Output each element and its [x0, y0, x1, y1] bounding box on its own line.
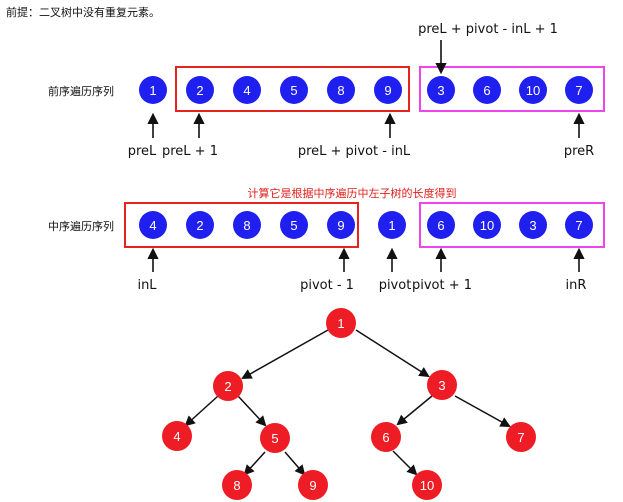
- tree-node: 7: [506, 422, 536, 452]
- inorder-node: 3: [519, 211, 547, 239]
- top-formula-label: preL + pivot - inL + 1: [418, 22, 558, 37]
- preorder-node: 5: [280, 76, 308, 104]
- tree-nodes: 1 2 3 4 5 6 7 8 9 10: [162, 308, 536, 500]
- tree-node: 2: [213, 371, 243, 401]
- tree-edge: [396, 395, 433, 426]
- preL-pivot-inL-label: preL + pivot - inL: [298, 144, 411, 159]
- svg-text:6: 6: [483, 83, 490, 98]
- preorder-node: 3: [427, 76, 455, 104]
- svg-text:3: 3: [437, 83, 444, 98]
- svg-text:9: 9: [309, 478, 316, 493]
- preorder-left-subtree-box: [175, 66, 410, 112]
- preorder-node: 10: [519, 76, 547, 104]
- tree-node: 10: [412, 470, 442, 500]
- svg-text:3: 3: [529, 218, 536, 233]
- preorder-node: 8: [327, 76, 355, 104]
- svg-text:7: 7: [517, 430, 524, 445]
- inorder-node: 6: [427, 211, 455, 239]
- svg-text:4: 4: [149, 218, 156, 233]
- svg-text:7: 7: [575, 83, 582, 98]
- inR-label: inR: [566, 278, 587, 293]
- inorder-node: 8: [233, 211, 261, 239]
- left-subtree-length-note: 计算它是根据中序遍历中左子树的长度得到: [248, 186, 457, 200]
- inorder-node: 2: [186, 211, 214, 239]
- svg-text:10: 10: [420, 478, 434, 493]
- inorder-node: 7: [565, 211, 593, 239]
- svg-text:10: 10: [526, 83, 540, 98]
- svg-text:8: 8: [337, 83, 344, 98]
- preorder-label: 前序遍历序列: [48, 84, 114, 98]
- tree-node: 3: [427, 370, 457, 400]
- inorder-node: 1: [378, 211, 406, 239]
- svg-text:4: 4: [243, 83, 250, 98]
- preR-label: preR: [564, 144, 594, 159]
- inorder-node: 4: [139, 211, 167, 239]
- svg-text:1: 1: [388, 218, 395, 233]
- tree-edges: [184, 329, 511, 476]
- preorder-right-subtree-box: [419, 66, 605, 112]
- tree-edge: [243, 451, 266, 476]
- preorder-node: 7: [565, 76, 593, 104]
- svg-text:9: 9: [384, 83, 391, 98]
- svg-text:6: 6: [437, 218, 444, 233]
- svg-text:8: 8: [233, 478, 240, 493]
- svg-text:5: 5: [271, 431, 278, 446]
- inorder-node: 9: [327, 211, 355, 239]
- inorder-sequence: 4 2 8 5 9 1 6 10 3 7: [139, 211, 593, 239]
- svg-text:10: 10: [480, 218, 494, 233]
- preL-plus-1-label: preL + 1: [162, 144, 218, 159]
- svg-text:1: 1: [337, 316, 344, 331]
- svg-text:4: 4: [173, 429, 180, 444]
- tree-node: 9: [298, 470, 328, 500]
- tree-edge: [284, 451, 306, 476]
- svg-text:2: 2: [196, 218, 203, 233]
- svg-text:2: 2: [196, 83, 203, 98]
- svg-text:5: 5: [290, 83, 297, 98]
- preorder-sequence: 1 2 4 5 8 9 3 6 10 7: [139, 76, 593, 104]
- pivot-plus-1-label: pivot + 1: [412, 278, 472, 293]
- svg-text:8: 8: [243, 218, 250, 233]
- inorder-right-subtree-box: [419, 202, 605, 248]
- svg-text:2: 2: [224, 379, 231, 394]
- tree-edge: [454, 395, 511, 428]
- inorder-node: 5: [280, 211, 308, 239]
- inorder-node: 10: [473, 211, 501, 239]
- tree-node: 1: [326, 308, 356, 338]
- inorder-label: 中序遍历序列: [48, 219, 114, 233]
- preorder-node: 4: [233, 76, 261, 104]
- preorder-node: 1: [139, 76, 167, 104]
- tree-node: 8: [222, 470, 252, 500]
- preL-label: preL: [128, 144, 157, 159]
- inorder-left-subtree-box: [124, 202, 359, 248]
- tree-edge: [184, 395, 219, 427]
- pivot-minus-1-label: pivot - 1: [300, 278, 354, 293]
- preorder-node: 2: [186, 76, 214, 104]
- tree-edge: [355, 329, 430, 378]
- pivot-label: pivot: [379, 278, 412, 293]
- tree-node: 6: [371, 422, 401, 452]
- svg-text:7: 7: [575, 218, 582, 233]
- tree-edge: [392, 450, 418, 476]
- svg-text:3: 3: [438, 378, 445, 393]
- premise-note: 前提：二叉树中没有重复元素。: [6, 6, 160, 19]
- tree-node: 5: [260, 423, 290, 453]
- preorder-node: 6: [473, 76, 501, 104]
- preorder-node: 9: [374, 76, 402, 104]
- svg-text:9: 9: [337, 218, 344, 233]
- svg-text:5: 5: [290, 218, 297, 233]
- tree-edge: [237, 395, 267, 427]
- tree-node: 4: [162, 421, 192, 451]
- svg-text:1: 1: [149, 83, 156, 98]
- inL-label: inL: [137, 278, 157, 293]
- tree-edge: [241, 329, 329, 380]
- svg-text:6: 6: [382, 430, 389, 445]
